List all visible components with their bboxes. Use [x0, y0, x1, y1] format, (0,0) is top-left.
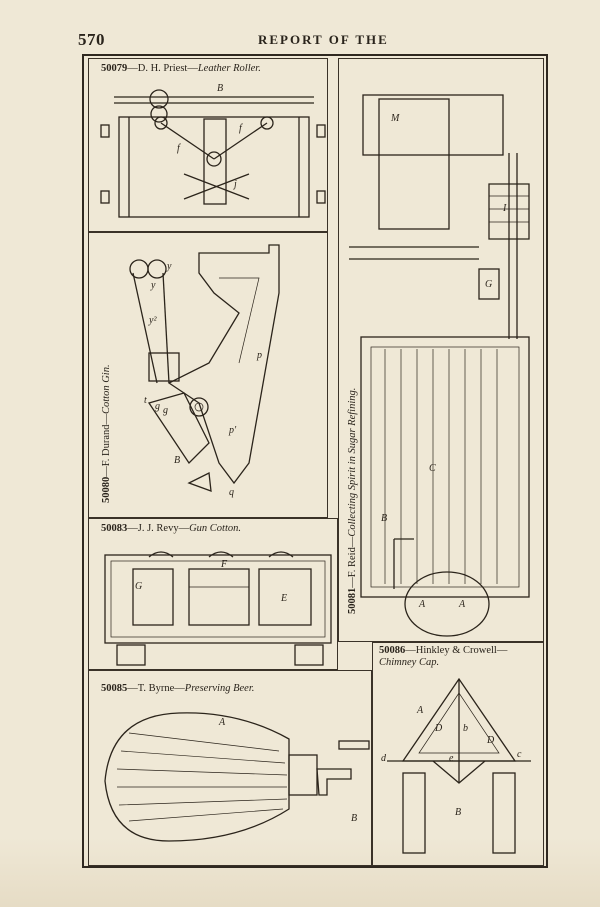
label-y2: y² — [148, 315, 157, 326]
page-header: 570 REPORT OF THE — [78, 30, 548, 52]
figure-50083-caption: 50083—J. J. Revy—Gun Cotton. — [101, 523, 242, 534]
label-B: B — [381, 513, 387, 524]
cotton-gin-drawing: y y y² p t g g p' B q — [129, 244, 280, 498]
label-g: g — [155, 401, 160, 412]
label-f: f — [239, 123, 243, 134]
label-F: F — [220, 559, 228, 570]
label-D: D — [434, 723, 443, 734]
label-b: b — [463, 723, 468, 734]
beer-vessel-drawing: A B — [104, 712, 370, 842]
label-B: B — [217, 83, 223, 94]
label-M: M — [390, 113, 400, 124]
leather-roller-drawing: B f f j — [100, 83, 326, 218]
label-y: y — [150, 280, 156, 291]
label-g: g — [163, 405, 168, 416]
running-head: REPORT OF THE — [258, 32, 389, 47]
label-B: B — [174, 455, 180, 466]
chimney-cap-drawing: A D b D d e c B — [381, 677, 531, 854]
figure-50085-caption: 50085—T. Byrne—Preserving Beer. — [101, 683, 255, 694]
figure-50086-panel: 50086—Hinkley & Crowell— Chimney Cap. A … — [372, 642, 544, 866]
label-e: e — [449, 753, 454, 764]
label-D: D — [486, 735, 495, 746]
label-c: c — [517, 749, 522, 760]
label-y: y — [166, 261, 172, 272]
figure-50085-panel: 50085—T. Byrne—Preserving Beer. A B — [88, 670, 372, 866]
label-A: A — [418, 599, 426, 610]
label-G: G — [135, 581, 142, 592]
figure-50079-caption: 50079—D. H. Priest—Leather Roller. — [101, 63, 261, 74]
label-p: p — [256, 350, 262, 361]
page-shadow — [0, 837, 600, 907]
label-p-prime: p' — [228, 425, 237, 436]
label-I: I — [502, 203, 507, 214]
figure-plate: 50079—D. H. Priest—Leather Roller. B f f… — [82, 54, 548, 868]
label-A: A — [218, 717, 226, 728]
sugar-refining-drawing: M I G C B A A — [349, 94, 530, 637]
page-number: 570 — [78, 30, 105, 49]
figure-50081-panel: 50081—F. Reid—Collecting Spirit in Sugar… — [338, 58, 544, 642]
label-B: B — [455, 807, 461, 818]
label-A: A — [416, 705, 424, 716]
label-B: B — [351, 813, 357, 824]
label-C: C — [429, 463, 436, 474]
figure-50079-panel: 50079—D. H. Priest—Leather Roller. B f f… — [88, 58, 328, 232]
figure-50083-panel: 50083—J. J. Revy—Gun Cotton. G F E — [88, 518, 338, 670]
label-q: q — [229, 487, 234, 498]
label-A: A — [458, 599, 466, 610]
label-t: t — [144, 395, 147, 406]
label-f: f — [177, 143, 181, 154]
label-E: E — [280, 593, 287, 604]
gun-cotton-drawing: G F E — [104, 551, 332, 666]
figure-50080-panel: 50080—F. Durand—Cotton Gin. y y y² p t g… — [88, 232, 328, 518]
figure-50086-caption: 50086—Hinkley & Crowell— Chimney Cap. — [379, 645, 508, 668]
label-G: G — [485, 279, 492, 290]
label-j: j — [232, 179, 237, 190]
label-d: d — [381, 753, 387, 764]
